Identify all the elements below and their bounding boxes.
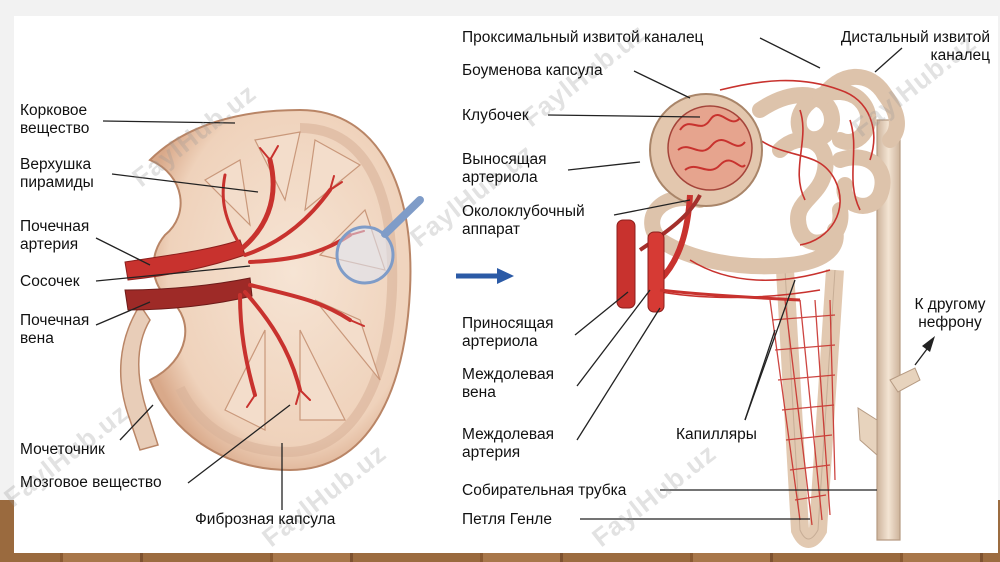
label-papilla: Сосочек [20, 273, 80, 290]
label-loop-of-henle: Петля Генле [462, 511, 552, 528]
label-collecting-duct: Собирательная трубка [462, 482, 627, 499]
label-cortex: Корковое вещество [20, 102, 90, 137]
interlobar-artery-shape [647, 231, 665, 313]
blue-arrow [456, 268, 514, 284]
magnifier-lens [335, 225, 395, 285]
ureter-shape [119, 303, 159, 451]
capillary-network [769, 299, 836, 526]
convoluted-tubules [644, 68, 905, 275]
label-medulla: Мозговое вещество [20, 474, 162, 491]
leader-lines [95, 37, 931, 520]
kidney-illustration [119, 108, 424, 472]
kidney-cortex-band [175, 123, 398, 458]
label-proximal-tubule: Проксимальный извитой каналец [462, 29, 704, 46]
interlobar-vein-shape [616, 219, 636, 309]
label-ureter: Мочеточник [20, 441, 105, 458]
label-interlobar-vein: Междолевая вена [462, 366, 554, 401]
label-juxtaglomerular: Околоклубочный аппарат [462, 203, 585, 238]
label-to-other-nephron: К другому нефрону [914, 296, 986, 331]
label-capillaries: Капилляры [676, 426, 757, 443]
label-glomerulus: Клубочек [462, 107, 529, 124]
label-interlobar-artery: Междолевая артерия [462, 426, 554, 461]
magnifier-handle [381, 196, 424, 238]
kidney-outer [148, 108, 412, 472]
nephron-illustration [616, 68, 921, 548]
label-pyramid-apex: Верхушка пирамиды [20, 156, 94, 191]
label-distal-tubule: Дистальный извитой каналец [840, 29, 990, 64]
to-other-nephron-arrowhead [922, 336, 935, 352]
glomerulus-loops [677, 114, 746, 171]
label-afferent-arteriole: Приносящая артериола [462, 315, 554, 350]
afferent-arteriole-shape [657, 194, 693, 283]
label-renal-vein: Почечная вена [20, 312, 90, 347]
label-efferent-arteriole: Выносящая артериола [462, 151, 547, 186]
label-fibrous-capsule: Фиброзная капсула [195, 511, 336, 528]
collecting-duct-branch-lower [857, 407, 878, 457]
renal-vein-shape [124, 277, 253, 311]
collecting-duct-branch [889, 367, 921, 393]
label-renal-artery: Почечная артерия [20, 218, 90, 253]
label-bowman-capsule: Боуменова капсула [462, 62, 603, 79]
vessel-to-capillaries [659, 288, 801, 302]
